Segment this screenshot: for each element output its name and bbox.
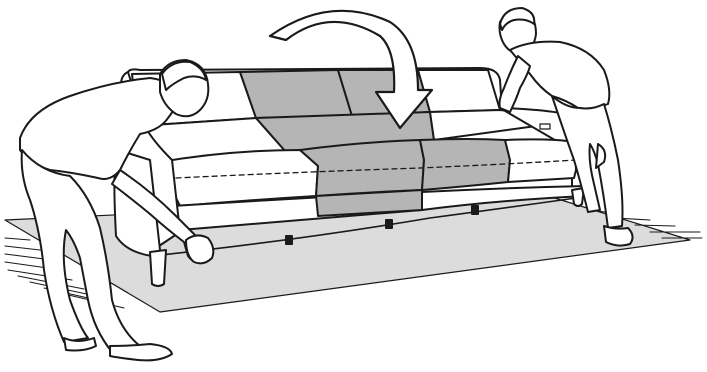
back-cushion-center-left <box>240 70 352 118</box>
leg-center-3 <box>472 206 478 214</box>
person-right-arm <box>500 56 531 112</box>
leg-center-1 <box>286 236 292 244</box>
recline-button <box>540 124 550 129</box>
seat-cushion-left <box>160 150 318 206</box>
person-left-shoe-front <box>110 344 172 360</box>
leg-front-left <box>150 250 166 286</box>
person-left-hand <box>186 235 213 263</box>
leg-center-2 <box>386 220 392 228</box>
person-right-shoe <box>604 226 633 246</box>
